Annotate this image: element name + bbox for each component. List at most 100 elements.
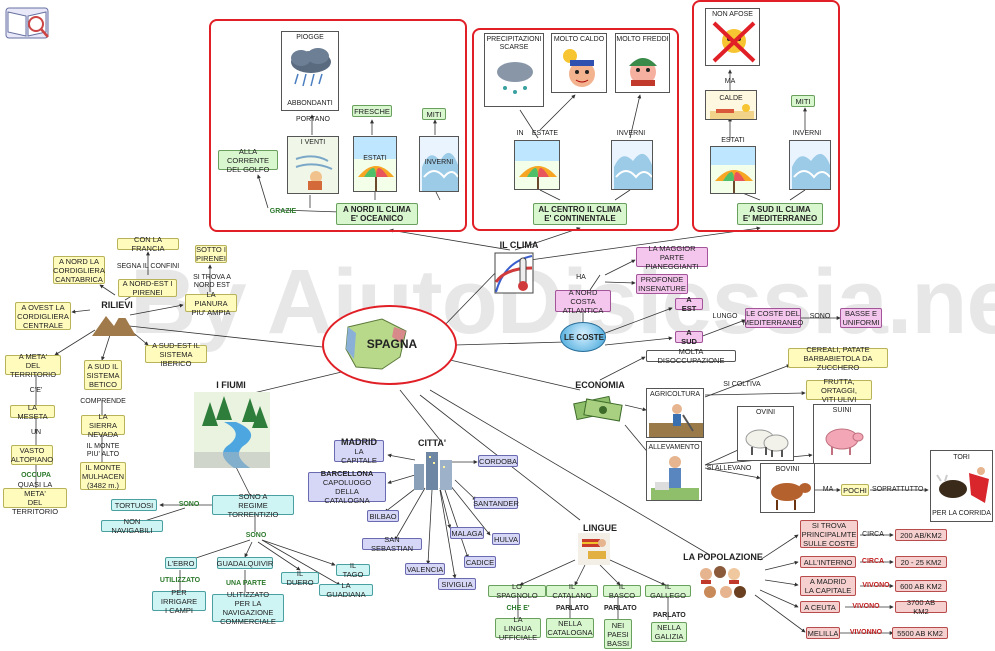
ma-label: MA bbox=[822, 486, 834, 493]
sudest-iberico-node: A SUD-EST IL SISTEMA IBERICO bbox=[145, 341, 207, 368]
estate-label: ESTATE bbox=[531, 130, 559, 137]
coste-density-node: 200 AB/KM2 bbox=[895, 529, 947, 541]
parlato-label-1: PARLATO bbox=[556, 605, 589, 612]
utilizzato-label: UTILIZZATO bbox=[159, 577, 201, 584]
occupa-label: OCCUPA bbox=[21, 472, 51, 479]
economia-title[interactable]: ECONOMIA bbox=[575, 380, 625, 390]
cold-face-icon bbox=[629, 58, 657, 86]
wave-icon bbox=[792, 154, 830, 189]
no-heat-icon bbox=[712, 21, 756, 63]
allevamento-image[interactable]: ALLEVAMENTO bbox=[646, 441, 702, 501]
precipitazioni-label: PRECIPITAZIONI SCARSE bbox=[486, 36, 542, 51]
inverni-centro-image bbox=[611, 140, 653, 190]
agricoltura-image[interactable]: AGRICOLTURA bbox=[646, 388, 704, 438]
molto-caldo-image: MOLTO CALDO bbox=[551, 33, 607, 93]
clima-nord-frame bbox=[209, 19, 467, 232]
precipitazioni-image: PRECIPITAZIONI SCARSE bbox=[484, 33, 544, 107]
citta-title[interactable]: CITTA' bbox=[418, 438, 446, 448]
ma-sud-label: MA bbox=[724, 78, 736, 85]
nordest-pirenei-node: A NORD-EST I PIRENEI bbox=[118, 279, 177, 297]
vasto-altopiano-node: VASTO ALTOPIANO bbox=[10, 445, 54, 465]
sud-betico-node: A SUD IL SISTEMA BETICO bbox=[84, 360, 122, 390]
inverni-sud-image bbox=[789, 140, 831, 190]
beach-icon bbox=[710, 104, 754, 119]
corrente-golfo-node: ALLA CORRENTE DEL GOLFO bbox=[218, 147, 278, 174]
basse-uniformi-node: BASSE E UNIFORMI bbox=[840, 308, 882, 328]
sono-coste-label: SONO bbox=[809, 313, 831, 320]
people-icon bbox=[698, 564, 748, 604]
ceuta-node: A CEUTA bbox=[800, 601, 840, 613]
barcellona-node: BARCELLONA CAPOLUOGO DELLA CATALOGNA bbox=[308, 469, 386, 505]
popolazione-title[interactable]: LA POPOLAZIONE bbox=[683, 552, 763, 562]
ce-label: C'E' bbox=[29, 387, 43, 394]
spagna-center[interactable]: SPAGNA bbox=[322, 305, 457, 385]
interno-density-node: 20 - 25 KM2 bbox=[895, 556, 947, 568]
malaga-node: MALAGA bbox=[450, 527, 484, 539]
vivono-label-2: VIVONO bbox=[852, 603, 880, 610]
spain-map-icon bbox=[345, 318, 407, 370]
lingue-title[interactable]: LINGUE bbox=[582, 523, 617, 533]
estati-sud-image bbox=[710, 146, 756, 194]
suini-label: SUINI bbox=[832, 407, 852, 414]
soprattutto-label: SOPRATTUTTO bbox=[872, 486, 924, 493]
estate-centro-image bbox=[514, 140, 560, 190]
ovini-label: OVINI bbox=[755, 409, 776, 416]
lungo-label: LUNGO bbox=[712, 313, 738, 320]
cadice-node: CADICE bbox=[464, 556, 496, 568]
cow-icon bbox=[771, 483, 811, 510]
clima-centro-node[interactable]: AL CENTRO IL CLIMA E' CONTINENTALE bbox=[533, 203, 627, 225]
sheep-icon bbox=[745, 429, 789, 457]
madrid-node: MADRID LA CAPITALE bbox=[334, 437, 384, 465]
bovini-label: BOVINI bbox=[775, 466, 800, 473]
huelva-node: HULVA bbox=[492, 533, 520, 545]
beach-umbrella-icon bbox=[354, 137, 396, 191]
che-e-label: CHE E' bbox=[506, 605, 530, 612]
sono-fiumi-label-2: SONO bbox=[245, 532, 267, 539]
ha-label: HA bbox=[576, 274, 586, 281]
agricoltura-label: AGRICOLTURA bbox=[649, 391, 701, 398]
vivono-label-1: VIVONO bbox=[862, 582, 890, 589]
tori-label: TORI bbox=[953, 454, 970, 461]
clima-nord-node[interactable]: A NORD IL CLIMA E' OCEANICO bbox=[336, 203, 418, 225]
breeder-icon bbox=[651, 456, 699, 500]
parlato-label-2: PARLATO bbox=[604, 605, 637, 612]
molto-freddi-label: MOLTO FREDDI bbox=[616, 36, 669, 43]
sono-fiumi-label-1: SONO bbox=[178, 501, 200, 508]
guadalquivir-node: GUADALQUIVIR bbox=[216, 557, 274, 569]
inverni-nord-image: INVERNI bbox=[419, 136, 459, 192]
monte-alto-label: IL MONTE PIU' ALTO bbox=[86, 443, 120, 458]
cordoba-node: CORDOBA bbox=[478, 455, 518, 467]
rilievi-title[interactable]: RILIEVI bbox=[101, 300, 133, 310]
mountain-icon bbox=[92, 310, 136, 336]
barcellona-label: BARCELLONA bbox=[320, 469, 374, 478]
circa-label-1: CIRCA bbox=[862, 531, 884, 538]
molto-caldo-label: MOLTO CALDO bbox=[553, 36, 605, 43]
gallego-node: IL GALLEGO bbox=[645, 582, 691, 600]
ebro-node: L'EBRO bbox=[165, 557, 197, 569]
irrigare-node: PER IRRIGARE I CAMPI bbox=[152, 588, 206, 615]
non-afose-label: NON AFOSE bbox=[712, 11, 753, 18]
disoccupazione-node: MOLTA DISOCCUPAZIONE bbox=[646, 347, 736, 365]
interno-node: ALL'INTERNO bbox=[800, 556, 856, 568]
piogge-label: PIOGGE bbox=[296, 34, 324, 41]
coste-node[interactable]: LE COSTE bbox=[560, 322, 606, 352]
guadiana-node: LA GUADIANA bbox=[319, 581, 373, 599]
farmer-icon bbox=[649, 404, 703, 437]
ufficiale-node: LA LINGUA UFFICIALE bbox=[495, 615, 541, 642]
tori-image: TORI PER LA CORRIDA bbox=[930, 450, 993, 522]
sud-coste-node: A SUD bbox=[675, 328, 703, 346]
paesi-baschi-node: NEI PAESI BASSI bbox=[604, 619, 632, 649]
clima-title[interactable]: IL CLIMA bbox=[499, 240, 539, 250]
calde-image: CALDE bbox=[705, 90, 757, 120]
pianura-node: LA PIANURA PIU' AMPIA bbox=[185, 290, 237, 317]
coste-popolazione-node: SI TROVA PRINCIPALMTE SULLE COSTE bbox=[800, 520, 858, 548]
bullfight-icon bbox=[936, 467, 989, 503]
miti-nord-node: MITI bbox=[422, 108, 446, 120]
fiumi-title[interactable]: I FIUMI bbox=[216, 380, 246, 390]
hot-face-icon bbox=[563, 49, 595, 87]
clima-sud-node[interactable]: A SUD IL CLIMA E' MEDITERRANEO bbox=[737, 203, 823, 225]
pochi-node: POCHI bbox=[841, 484, 869, 496]
melilla-density-node: 5500 AB KM2 bbox=[892, 627, 948, 639]
segna-confini-label: SEGNA IL CONFINI bbox=[116, 263, 180, 270]
